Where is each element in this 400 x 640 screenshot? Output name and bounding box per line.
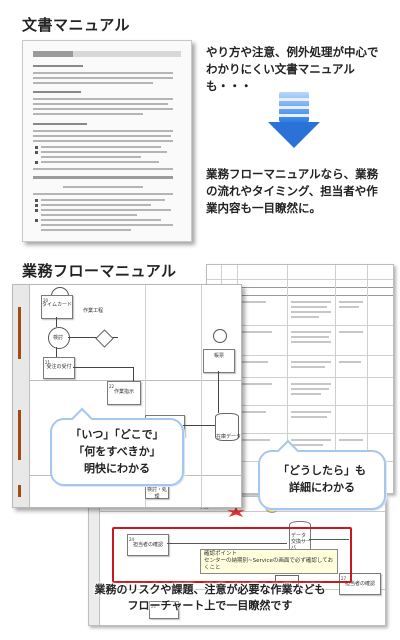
flow-box: 22 作業指示: [107, 381, 141, 405]
decision-diamond-icon: [95, 329, 114, 348]
benefit-line: 業務フローマニュアルなら、業務: [206, 167, 379, 181]
doc-line: [33, 65, 83, 67]
flow-box: 24 担当者の確認: [127, 534, 169, 556]
doc-line: [33, 168, 173, 170]
doc-bullet: [35, 204, 38, 207]
risk-highlight-box: [112, 527, 352, 583]
swimlane-label: [13, 475, 30, 507]
doc-line: [33, 130, 173, 132]
doc-line: [41, 151, 167, 153]
doc-bullet: [35, 199, 38, 202]
server-label: データ 交換サーバ: [291, 533, 312, 551]
process-circle-icon: [48, 327, 70, 349]
caption-line: フローチャート上で一目瞭然です: [127, 599, 293, 612]
doc-line: [33, 135, 171, 137]
doc-bullet: [35, 219, 38, 222]
caution-note: 確認ポイント センターの納期別~Serviceの画面で必ず確認しておくこと: [200, 549, 338, 574]
caption-line: 業務のリスクや課題、注意が必要な作業なども: [94, 583, 326, 596]
doc-divider: [33, 176, 173, 179]
document-manual-thumbnail: [22, 40, 192, 242]
doc-line: [33, 91, 81, 93]
doc-line: [33, 123, 87, 125]
benefit-line: 業内容も一目瞭然に。: [206, 201, 321, 215]
doc-line: [41, 224, 173, 226]
doc-line: [41, 229, 131, 231]
doc-line: [33, 98, 173, 100]
doc-line: [63, 186, 143, 188]
flow-box: 26: [149, 601, 179, 619]
connector-icon: [213, 329, 227, 343]
bottom-caption: 業務のリスクや課題、注意が必要な作業なども フローチャート上で一目瞭然です: [60, 582, 360, 614]
doc-bullet: [35, 151, 38, 154]
doc-line: [33, 113, 143, 115]
flow-box: 検討・処理: [145, 483, 169, 500]
doc-line: [41, 161, 159, 163]
doc-line: [41, 204, 151, 206]
flow-box: 21 受注の受付: [43, 357, 75, 379]
doc-bullet: [35, 209, 38, 212]
callout-line: 「どうしたら」も: [278, 464, 366, 477]
doc-line: [33, 82, 153, 84]
callout-line: 明快にわかる: [84, 462, 150, 475]
callout-when-where-what: 「いつ」「どこで」 「何をすべきか」 明快にわかる: [50, 407, 184, 486]
document-manual-description: やり方や注意、例外処理が中心で わかりにくい文書マニュアルも・・・: [206, 44, 396, 95]
flow-box: 帳票: [203, 349, 235, 373]
flow-box: 20 タイムカード: [41, 295, 73, 319]
down-arrow-icon: [279, 92, 309, 122]
doc-line: [41, 146, 161, 148]
doc-line: [41, 199, 165, 201]
doc-bullet: [35, 161, 38, 164]
swimlane-label: [13, 380, 30, 476]
callout-line: 詳細にわかる: [289, 481, 355, 494]
doc-line: [33, 103, 168, 105]
doc-line: [41, 209, 171, 211]
doc-line: [41, 156, 141, 158]
doc-line: [33, 140, 173, 142]
doc-line: [33, 72, 173, 74]
doc-line: [41, 214, 137, 216]
benefit-line: の流れやタイミング、担当者や作: [206, 184, 378, 198]
database-icon: [215, 413, 239, 441]
callout-how: 「どうしたら」も 詳細にわかる: [258, 439, 386, 510]
doc-header-accent: [33, 51, 73, 57]
swimlane-label: [13, 285, 30, 381]
description-line: やり方や注意、例外処理が中心で: [206, 45, 379, 59]
doc-bullet: [35, 146, 38, 149]
flow-annotation: 作業工程: [83, 308, 104, 314]
callout-line: 「いつ」「どこで」: [70, 428, 164, 441]
callout-line: 「何をすべきか」: [73, 445, 161, 458]
doc-line: [33, 193, 173, 195]
doc-header-bar: [33, 51, 181, 57]
description-line: わかりにくい文書マニュアルも・・・: [206, 62, 355, 93]
section-title-document-manual: 文書マニュアル: [22, 16, 131, 34]
flow-manual-benefit-text: 業務フローマニュアルなら、業務 の流れやタイミング、担当者や作 業内容も一目瞭然…: [206, 166, 396, 217]
doc-line: [33, 77, 173, 79]
doc-line: [33, 108, 173, 110]
flow-box: 27 担当者の確認: [339, 573, 381, 595]
doc-line: [41, 219, 161, 221]
down-arrow-head-icon: [268, 122, 320, 148]
section-title-flow-manual: 業務フローマニュアル: [22, 262, 177, 280]
